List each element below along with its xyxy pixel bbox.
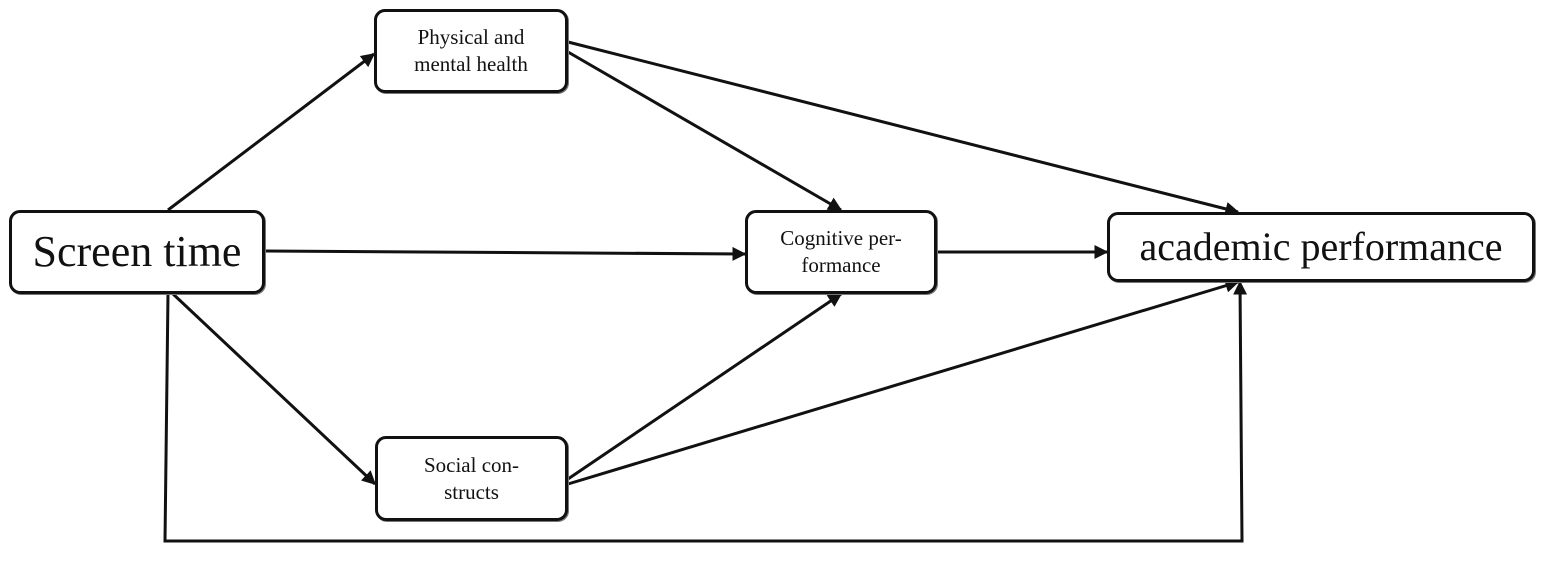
arrow-physical-health-to-academic <box>567 40 1240 216</box>
arrow-social-to-academic <box>567 278 1240 486</box>
node-cognitive-performance-label: Cognitive per- formance <box>780 226 902 277</box>
arrow-screen-time-to-social <box>170 291 377 486</box>
node-academic-performance: academic performance <box>1107 212 1535 282</box>
node-physical-mental-health: Physical and mental health <box>374 9 568 93</box>
node-screen-time-label: Screen time <box>32 227 242 276</box>
arrow-social-to-cognitive <box>567 292 843 481</box>
node-cognitive-performance: Cognitive per- formance <box>745 210 937 294</box>
arrow-screen-time-to-cognitive <box>264 246 747 261</box>
node-physical-mental-health-label: Physical and mental health <box>414 25 528 76</box>
node-academic-performance-label: academic performance <box>1139 224 1503 269</box>
arrow-physical-health-to-cognitive <box>567 50 843 212</box>
node-social-constructs: Social con- structs <box>375 436 568 521</box>
arrow-screen-time-to-physical-health <box>167 52 376 212</box>
node-screen-time: Screen time <box>9 210 265 294</box>
node-social-constructs-label: Social con- structs <box>423 452 520 504</box>
arrow-screen-time-to-academic <box>163 280 1248 543</box>
